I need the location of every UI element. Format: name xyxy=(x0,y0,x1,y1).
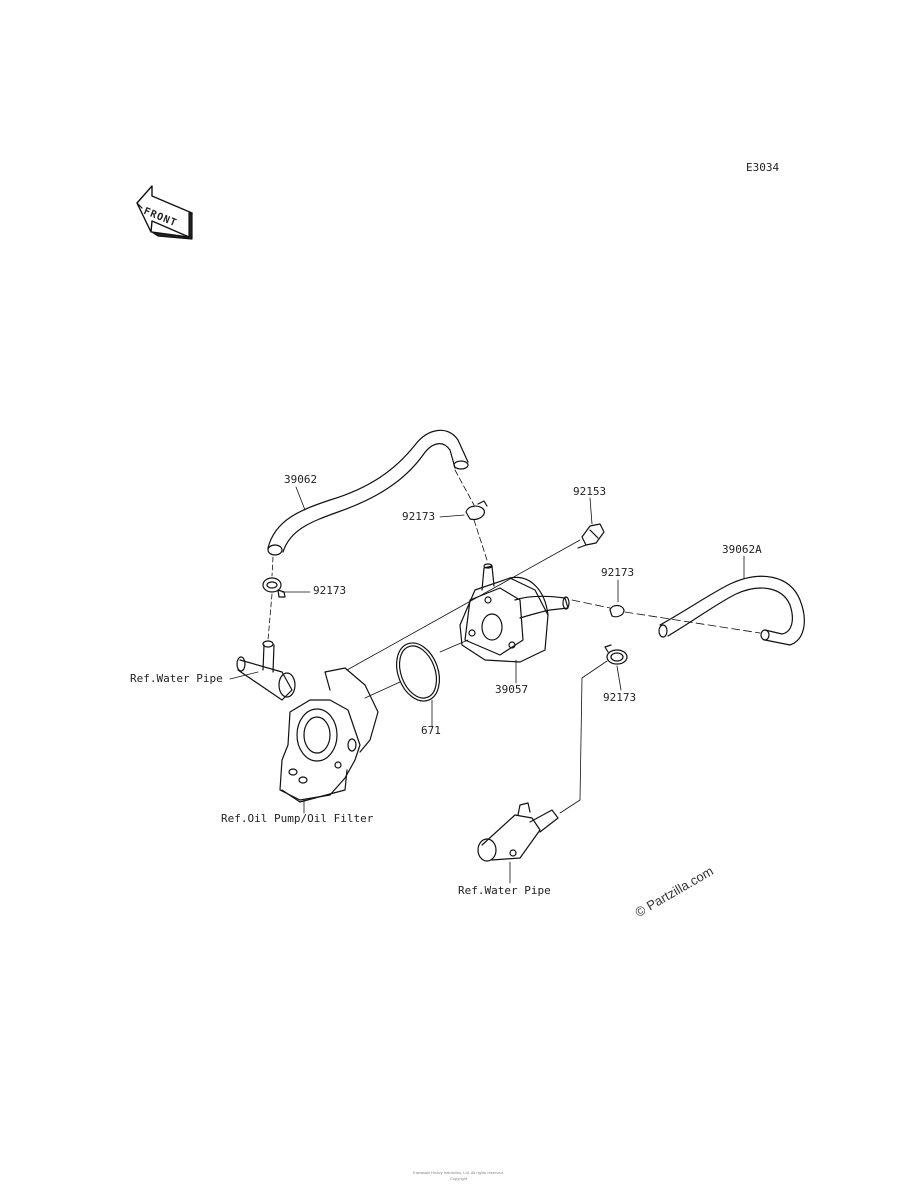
water-pipe-left xyxy=(236,640,296,701)
hose-39062 xyxy=(267,429,469,556)
hose-39062A xyxy=(658,575,805,646)
part-label-92173-c: 92173 xyxy=(601,566,635,579)
clamp-92173-right-upper xyxy=(609,604,625,618)
part-label-39062: 39062 xyxy=(284,473,318,486)
water-pipe-bottom xyxy=(477,802,559,862)
part-label-39057: 39057 xyxy=(495,683,529,696)
clamp-92173-right-lower xyxy=(604,644,628,665)
oil-pump-housing xyxy=(279,667,379,803)
part-label-671: 671 xyxy=(421,724,441,737)
part-label-92173-b: 92173 xyxy=(313,584,347,597)
front-arrow-icon xyxy=(136,185,193,240)
footer-line-1: Kawasaki Heavy Industries, Ltd. All righ… xyxy=(413,1170,504,1175)
part-label-92173-a: 92173 xyxy=(402,510,436,523)
clamp-92173-left xyxy=(262,577,286,598)
footer-line-2: Copyright xyxy=(449,1176,468,1181)
diagram-code-label: E3034 xyxy=(746,161,780,174)
part-label-39062A: 39062A xyxy=(722,543,762,556)
leader-lines xyxy=(229,469,761,884)
ref-water-pipe-bottom: Ref.Water Pipe xyxy=(458,884,551,897)
part-label-92173-d: 92173 xyxy=(603,691,637,704)
ref-oil-pump-filter: Ref.Oil Pump/Oil Filter xyxy=(221,812,374,825)
ref-water-pipe-left: Ref.Water Pipe xyxy=(130,672,223,685)
bolt-92153 xyxy=(577,523,605,549)
oil-cooler-39057 xyxy=(459,563,570,663)
o-ring-671 xyxy=(395,642,441,702)
clamp-92173-upper xyxy=(465,500,488,521)
part-label-92153: 92153 xyxy=(573,485,607,498)
